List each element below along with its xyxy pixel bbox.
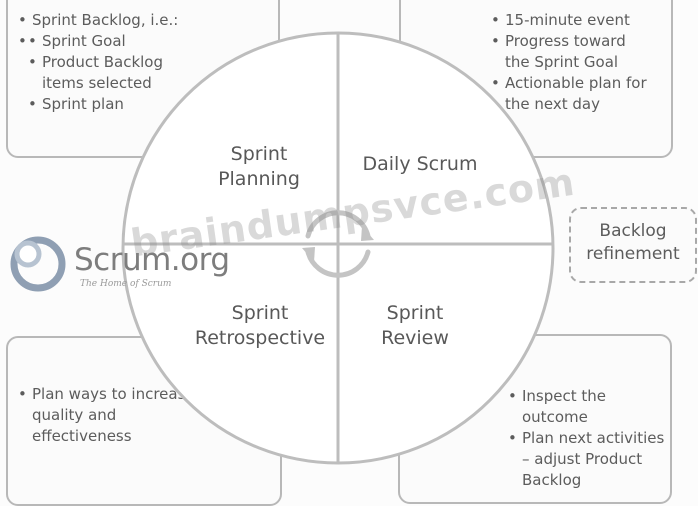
scrum-event-wheel xyxy=(121,31,555,465)
logo-name: Scrum.org xyxy=(74,242,230,278)
note-item: Plan ways to increase quality and effect… xyxy=(18,384,202,447)
backlog-refinement-box: Backlog refinement xyxy=(569,207,697,283)
backlog-refinement-label: Backlog refinement xyxy=(586,221,680,264)
sprint-review-label: Sprint Review xyxy=(381,302,449,349)
note-item: 15-minute event xyxy=(491,10,675,31)
note-item: Plan next activities – adjust Product Ba… xyxy=(508,428,672,491)
note-item: Product Backlog items selected xyxy=(28,52,192,94)
note-item: Sprint plan xyxy=(28,94,192,115)
note-item: Progress toward the Sprint Goal xyxy=(491,31,655,73)
daily-scrum-label: Daily Scrum xyxy=(362,153,478,175)
scrum-org-logo-icon xyxy=(10,236,66,292)
sprint-planning-label: Sprint Planning xyxy=(218,143,300,190)
note-item: Sprint Backlog, i.e.: xyxy=(18,10,278,31)
note-item: Sprint Goal xyxy=(28,31,202,52)
note-item: Actionable plan for the next day xyxy=(491,73,675,115)
note-item: Inspect the outcome xyxy=(508,386,642,428)
cycle-arrows-icon xyxy=(302,210,374,278)
logo-tagline: The Home of Scrum xyxy=(80,279,172,289)
sprint-retrospective-label: Sprint Retrospective xyxy=(194,302,326,349)
